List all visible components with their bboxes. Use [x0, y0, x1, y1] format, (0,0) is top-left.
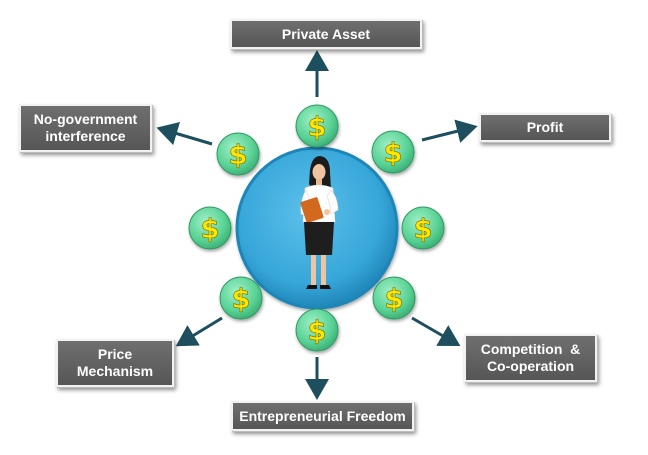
- label-price-mechanism: Price Mechanism: [56, 339, 174, 387]
- coin-bottom-left: $: [219, 276, 263, 320]
- coin-left: $: [188, 206, 232, 250]
- coin-symbol: $: [384, 138, 403, 169]
- coin-symbol: $: [232, 284, 251, 315]
- label-private-asset-text: Private Asset: [281, 25, 371, 42]
- businesswoman-figure: [300, 156, 339, 289]
- label-price-line2: Mechanism: [76, 363, 154, 379]
- label-no-government-line2: interference: [45, 128, 126, 144]
- label-competition-line1: Competition &: [480, 341, 581, 357]
- label-private-asset: Private Asset: [230, 19, 422, 49]
- label-competition-line2: Co-operation: [486, 358, 575, 374]
- coin-symbol: $: [201, 214, 220, 245]
- label-profit: Profit: [479, 113, 611, 142]
- label-entrepreneurial-text: Entrepreneurial Freedom: [239, 407, 406, 424]
- coin-bottom-right: $: [372, 276, 416, 320]
- coin-top-left: $: [216, 132, 260, 176]
- label-entrepreneurial-freedom: Entrepreneurial Freedom: [231, 401, 414, 431]
- label-no-government-interference: No-government interference: [19, 104, 152, 152]
- coin-symbol: $: [414, 214, 433, 245]
- coin-top-right: $: [371, 130, 415, 174]
- coin-symbol: $: [308, 112, 327, 143]
- coin-bottom: $: [295, 308, 339, 352]
- arrow-profit: [421, 119, 478, 143]
- coin-symbol: $: [229, 140, 248, 171]
- arrow-no-government: [156, 122, 213, 146]
- label-no-government-line1: No-government: [33, 111, 138, 127]
- coin-top: $: [295, 104, 339, 148]
- coin-symbol: $: [308, 316, 327, 347]
- label-competition-cooperation: Competition & Co-operation: [464, 334, 597, 382]
- coin-symbol: $: [385, 284, 404, 315]
- coin-right: $: [401, 206, 445, 250]
- arrow-price: [175, 316, 223, 347]
- arrow-competition: [411, 316, 461, 347]
- label-price-line1: Price: [97, 346, 133, 362]
- label-profit-text: Profit: [526, 119, 564, 135]
